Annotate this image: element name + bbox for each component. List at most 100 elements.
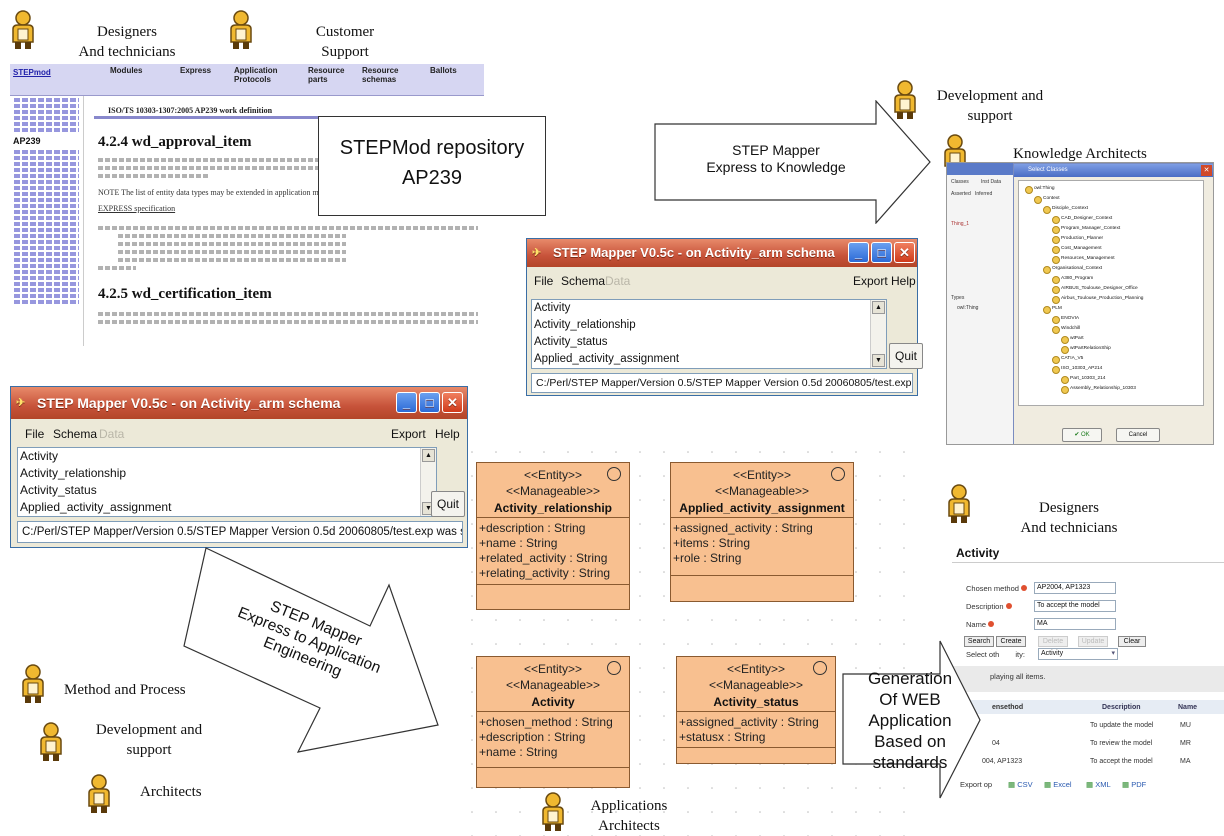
search-button[interactable]: Search — [964, 636, 994, 647]
role-line: Architects — [598, 818, 660, 834]
close-icon[interactable]: ✕ — [1201, 165, 1212, 176]
minimize-icon[interactable]: _ — [396, 392, 417, 413]
column-header-method[interactable]: ensethod — [992, 704, 1024, 711]
tree-node[interactable]: CATIA_V5 — [1052, 355, 1083, 364]
ok-button[interactable]: ✔ OK — [1062, 428, 1102, 442]
maximize-icon[interactable]: □ — [871, 242, 892, 263]
nav-link-stepmod[interactable]: STEPmod — [13, 68, 51, 77]
tree-node[interactable]: Organisational_Context — [1043, 265, 1102, 274]
list-item[interactable]: Activity_status — [20, 483, 97, 497]
tree-node[interactable]: Assembly_Relationship_10303 — [1061, 385, 1136, 394]
list-item[interactable]: Applied_activity_assignment — [20, 500, 172, 514]
scroll-up-icon[interactable]: ▲ — [422, 449, 435, 462]
app-logo-icon: ✈ — [532, 247, 542, 259]
nav-ballots[interactable]: Ballots — [430, 66, 457, 75]
clear-button[interactable]: Clear — [1118, 636, 1146, 647]
field-label-description: Description — [966, 602, 1012, 611]
nav-application-protocols[interactable]: Application Protocols — [234, 66, 278, 84]
scroll-down-icon[interactable]: ▼ — [872, 354, 885, 367]
tree-node[interactable]: Airbus_Toulouse_Production_Planning — [1052, 295, 1143, 304]
note-text: NOTE The list of entity data types may b… — [98, 188, 367, 197]
uml-class-activity-status[interactable]: <<Entity>> <<Manageable>> Activity_statu… — [676, 656, 836, 764]
schema-list[interactable]: Activity Activity_relationship Activity_… — [17, 447, 437, 517]
tree-node[interactable]: Production_Planner — [1052, 235, 1103, 244]
uml-class-activity[interactable]: <<Entity>> <<Manageable>> Activity +chos… — [476, 656, 630, 788]
quit-button[interactable]: Quit — [431, 491, 465, 517]
operations-compartment — [671, 575, 853, 585]
nav-express[interactable]: Express — [180, 66, 212, 75]
menu-help[interactable]: Help — [435, 427, 460, 441]
tree-node[interactable]: wtPart — [1061, 335, 1084, 344]
name-input[interactable]: MA — [1034, 618, 1116, 630]
title-rule — [94, 116, 484, 119]
excel-icon: ▦ — [1044, 780, 1052, 789]
tab-asserted[interactable]: Asserted — [951, 191, 971, 197]
chosen-method-input[interactable]: AP2004, AP1323 — [1034, 582, 1116, 594]
tree-node[interactable]: wtPartRelationShip — [1061, 345, 1111, 354]
cancel-button[interactable]: Cancel — [1116, 428, 1160, 442]
schema-list[interactable]: Activity Activity_relationship Activity_… — [531, 299, 887, 369]
tree-node[interactable]: owl:Thing — [1025, 185, 1055, 194]
menu-schema[interactable]: Schema — [561, 274, 606, 288]
close-icon[interactable]: ✕ — [894, 242, 915, 263]
export-excel-link[interactable]: ▦ Excel — [1044, 780, 1072, 789]
cancel-label: Cancel — [1128, 432, 1148, 438]
tree-node[interactable]: Context — [1034, 195, 1060, 204]
nav-modules[interactable]: Modules — [110, 66, 143, 75]
menu-help[interactable]: Help — [891, 274, 916, 288]
tree-node[interactable]: PLM — [1043, 305, 1062, 314]
nav-resource-parts[interactable]: Resource parts — [308, 66, 345, 84]
person-icon — [38, 722, 64, 762]
uml-class-activity-relationship[interactable]: <<Entity>> <<Manageable>> Activity_relat… — [476, 462, 630, 610]
column-header-name[interactable]: Name — [1178, 704, 1198, 711]
menu-export[interactable]: Export — [853, 274, 888, 288]
uml-class-applied-activity-assignment[interactable]: <<Entity>> <<Manageable>> Applied_activi… — [670, 462, 854, 602]
export-pdf-link[interactable]: ▦ PDF — [1122, 780, 1146, 789]
list-item[interactable]: Activity_relationship — [534, 319, 636, 331]
export-xml-link[interactable]: ▦ XML — [1086, 780, 1111, 789]
menu-file[interactable]: File — [534, 274, 554, 288]
list-item[interactable]: Activity — [534, 302, 571, 314]
tree-node[interactable]: CAD_Designer_Context — [1052, 215, 1112, 224]
role-line: And technicians — [1020, 520, 1118, 536]
tree-node[interactable]: A380_Program — [1052, 275, 1093, 284]
list-item[interactable]: Activity_status — [534, 336, 608, 348]
tree-node[interactable]: Disciple_Context — [1043, 205, 1088, 214]
export-csv-link[interactable]: ▦ CSV — [1008, 780, 1033, 789]
close-icon[interactable]: ✕ — [442, 392, 463, 413]
quit-button[interactable]: Quit — [889, 343, 923, 369]
list-item[interactable]: Activity_relationship — [20, 466, 127, 480]
column-header-description[interactable]: Description — [1102, 704, 1141, 711]
tab-inst-data[interactable]: Inst Data — [981, 179, 1002, 185]
tab-classes[interactable]: Classes — [951, 179, 969, 185]
tree-node[interactable]: Windchill — [1052, 325, 1080, 334]
menu-schema[interactable]: Schema — [53, 427, 98, 441]
left-item[interactable]: Thing_1 — [951, 221, 970, 227]
tree-node[interactable]: Program_Manager_Context — [1052, 225, 1120, 234]
nav-resource-schemas[interactable]: Resource schemas — [362, 66, 399, 84]
tree-node[interactable]: Part_10303_214 — [1061, 375, 1105, 384]
menu-export[interactable]: Export — [391, 427, 426, 441]
tree-node[interactable]: AIRBUS_Toulouse_Designer_Office — [1052, 285, 1138, 294]
create-button[interactable]: Create — [996, 636, 1026, 647]
entity-select[interactable]: Activity▾ — [1038, 648, 1118, 660]
minimize-icon[interactable]: _ — [848, 242, 869, 263]
list-item[interactable]: Applied_activity_assignment — [534, 353, 680, 365]
list-item[interactable]: Activity — [20, 449, 59, 463]
maximize-icon[interactable]: □ — [419, 392, 440, 413]
menu-file[interactable]: File — [25, 427, 45, 441]
tree-node[interactable]: Cost_Management — [1052, 245, 1102, 254]
stereotype: <<Entity>> — [726, 662, 786, 676]
express-spec-link[interactable]: EXPRESS specification — [98, 204, 176, 213]
tree-node[interactable]: Resources_Management — [1052, 255, 1115, 264]
menu-data: Data — [605, 274, 631, 288]
tab-inferred[interactable]: Inferred — [975, 191, 993, 197]
tree-node[interactable]: ISO_10303_AP214 — [1052, 365, 1102, 374]
scrollbar[interactable]: ▲ ▼ — [870, 300, 886, 368]
description-input[interactable]: To accept the model — [1034, 600, 1116, 612]
attribute: +name : String — [479, 536, 558, 550]
types-item[interactable]: owl:Thing — [957, 305, 979, 311]
scroll-up-icon[interactable]: ▲ — [872, 301, 885, 314]
tree-node[interactable]: ENOVIA — [1052, 315, 1079, 324]
